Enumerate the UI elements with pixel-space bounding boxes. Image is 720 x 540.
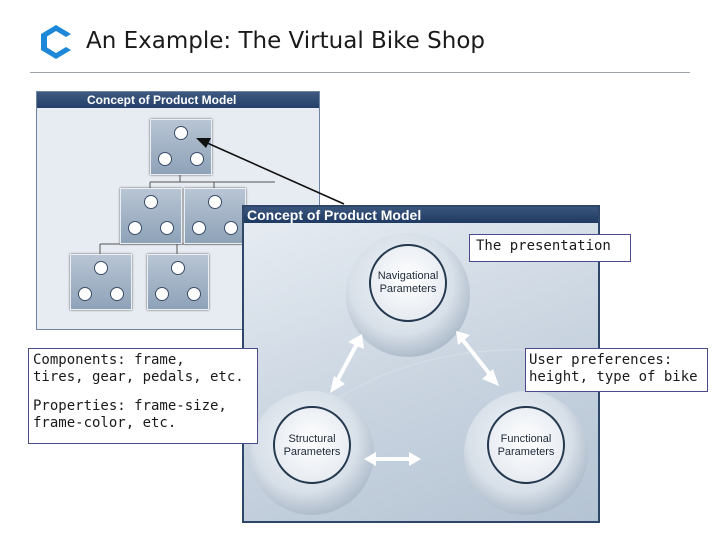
slide-title: An Example: The Virtual Bike Shop: [86, 28, 485, 54]
presentation-callout: The presentation: [469, 234, 631, 262]
structural-parameters-label: Structural Parameters: [272, 433, 352, 459]
functional-label-line1: Functional: [500, 433, 552, 445]
small-diagram-node-mid-left: [120, 188, 182, 244]
c-logo-icon: [41, 25, 71, 59]
functional-parameters-label: Functional Parameters: [486, 433, 566, 459]
small-diagram-node-bottom-left: [70, 254, 132, 310]
functional-label-line2: Parameters: [497, 446, 555, 458]
large-diagram: Concept of Product Model: [242, 205, 600, 523]
user-preferences-line2: height, type of bike: [529, 369, 698, 385]
structural-label-line1: Structural: [288, 433, 336, 445]
components-line2: tires, gear, pedals, etc.: [33, 369, 244, 385]
large-diagram-header: Concept of Product Model: [244, 207, 598, 223]
small-diagram-node-bottom-right: [147, 254, 209, 310]
small-diagram-node-mid-right: [184, 188, 246, 244]
presentation-callout-text: The presentation: [476, 238, 611, 254]
structural-label-line2: Parameters: [283, 446, 341, 458]
navigational-label-line2: Parameters: [379, 283, 437, 295]
properties-line1: Properties: frame-size,: [33, 398, 227, 414]
title-divider: [30, 72, 690, 73]
small-diagram-node-top: [150, 119, 212, 175]
properties-line2: frame-color, etc.: [33, 415, 177, 431]
navigational-label-line1: Navigational: [377, 270, 439, 282]
components-callout: Components: frame, tires, gear, pedals, …: [28, 348, 258, 444]
navigational-parameters-label: Navigational Parameters: [368, 270, 448, 296]
large-diagram-graphics: [250, 233, 598, 515]
components-line1: Components: frame,: [33, 352, 185, 368]
user-preferences-callout: User preferences: height, type of bike: [525, 348, 708, 392]
user-preferences-line1: User preferences:: [529, 352, 673, 368]
small-diagram-header: Concept of Product Model: [37, 92, 319, 108]
